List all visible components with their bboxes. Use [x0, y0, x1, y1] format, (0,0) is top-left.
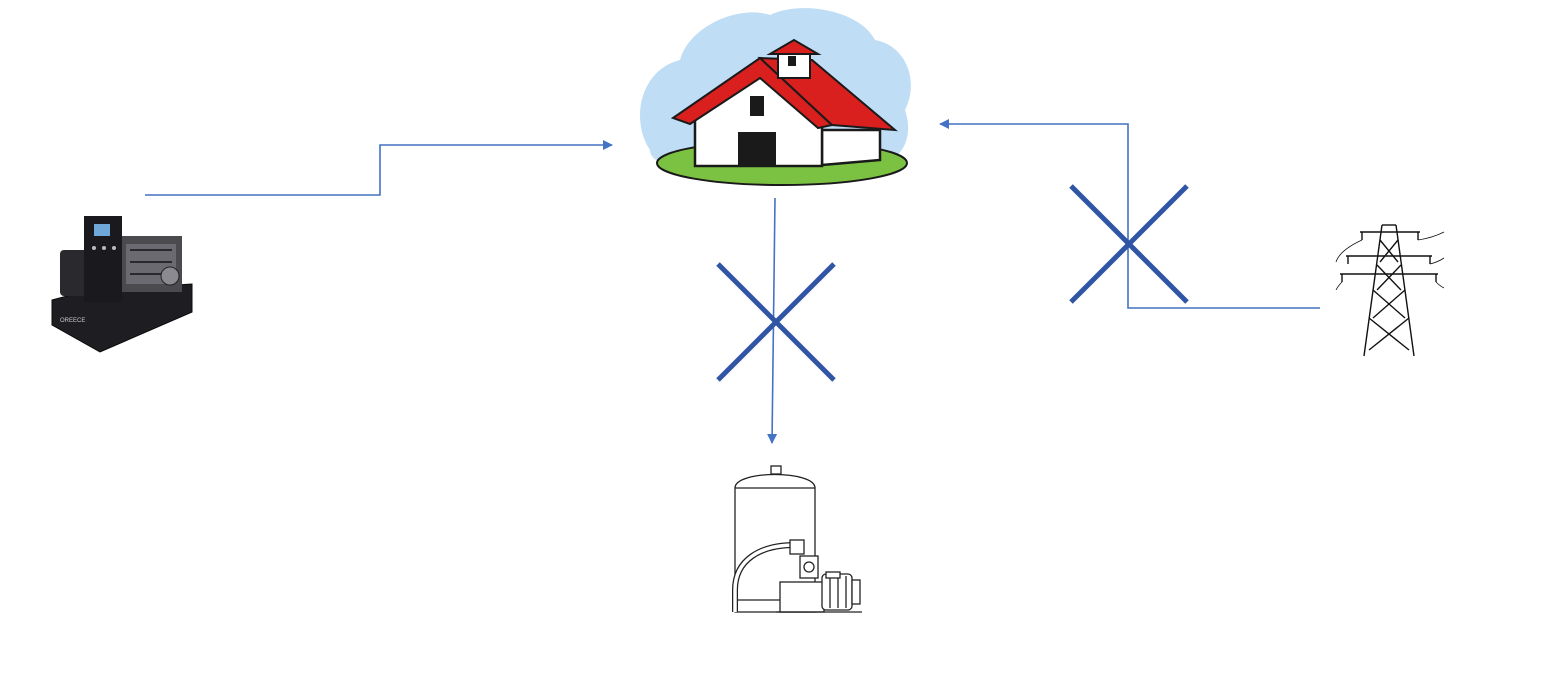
connector-power-tower-to-house [939, 119, 1320, 309]
connector-generator-to-house [145, 140, 613, 196]
blocked-cross-water-pump [716, 262, 836, 382]
generator-brand-label: OREECE [60, 318, 85, 324]
water-pump-icon [732, 465, 862, 613]
generator-icon: OREECE [51, 216, 193, 353]
blocked-cross-power-tower [1069, 184, 1189, 304]
power-tower-icon [1335, 224, 1445, 357]
house-icon [640, 8, 911, 186]
